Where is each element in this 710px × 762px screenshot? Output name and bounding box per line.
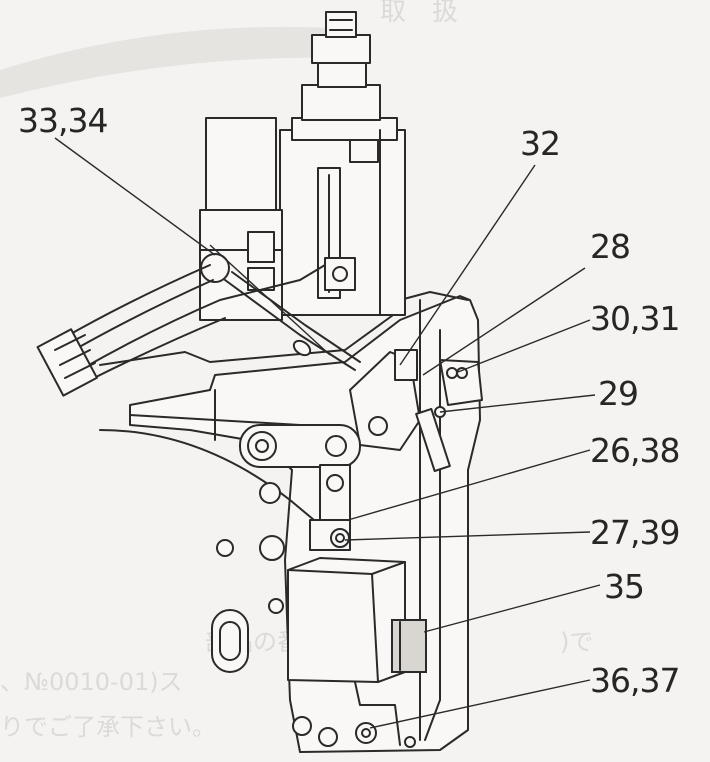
hose-upper bbox=[59, 264, 211, 341]
leader-27-39 bbox=[344, 531, 591, 541]
bleed-line-c: りでご了承下さい。 bbox=[0, 713, 216, 741]
leader-28 bbox=[422, 267, 586, 376]
leader-lines bbox=[54, 137, 601, 729]
leader-35 bbox=[423, 584, 601, 633]
lever-arm bbox=[415, 407, 451, 473]
hole-c bbox=[259, 535, 285, 561]
bottom-screw-a bbox=[292, 716, 312, 736]
bottom-screw-b bbox=[318, 727, 338, 747]
bracket-screw bbox=[368, 416, 388, 436]
callout-28: 28 bbox=[590, 227, 630, 266]
leader-29 bbox=[439, 394, 596, 413]
leader-32 bbox=[399, 164, 536, 366]
leader-26-38 bbox=[347, 449, 591, 521]
svg-text:)で: )で bbox=[560, 628, 593, 656]
callout-29: 29 bbox=[598, 374, 638, 413]
callout-labels: 33,34 32 28 30,31 29 26,38 27,39 35 36,3… bbox=[18, 101, 680, 700]
bleed-header: 取 扱 bbox=[380, 0, 458, 27]
leader-36-37 bbox=[369, 679, 591, 729]
callout-32: 32 bbox=[520, 124, 560, 163]
top-nut bbox=[311, 34, 371, 64]
callout-33-34: 33,34 bbox=[18, 101, 107, 140]
callout-26-38: 26,38 bbox=[590, 431, 679, 470]
connector-35 bbox=[391, 619, 427, 673]
valve-block-top bbox=[205, 117, 277, 219]
leader-30-31 bbox=[457, 319, 591, 373]
hole-b bbox=[216, 539, 234, 557]
hole-a bbox=[259, 482, 281, 504]
callout-36-37: 36,37 bbox=[590, 661, 679, 700]
bleed-line-b: 、№0010-01)ス bbox=[0, 668, 183, 696]
bleed-band bbox=[0, 26, 330, 98]
leader-33-34 bbox=[54, 137, 216, 256]
rod-diagonal bbox=[224, 279, 356, 371]
stop-block bbox=[394, 349, 418, 381]
callout-30-31: 30,31 bbox=[590, 299, 679, 338]
solenoid-box bbox=[287, 557, 406, 683]
callout-27-39: 27,39 bbox=[590, 513, 679, 552]
side-plate bbox=[439, 359, 483, 406]
cylinder-cap bbox=[301, 84, 381, 121]
hose-lower bbox=[79, 264, 326, 371]
callout-35: 35 bbox=[604, 567, 644, 606]
mechanism-drawing bbox=[36, 11, 483, 753]
